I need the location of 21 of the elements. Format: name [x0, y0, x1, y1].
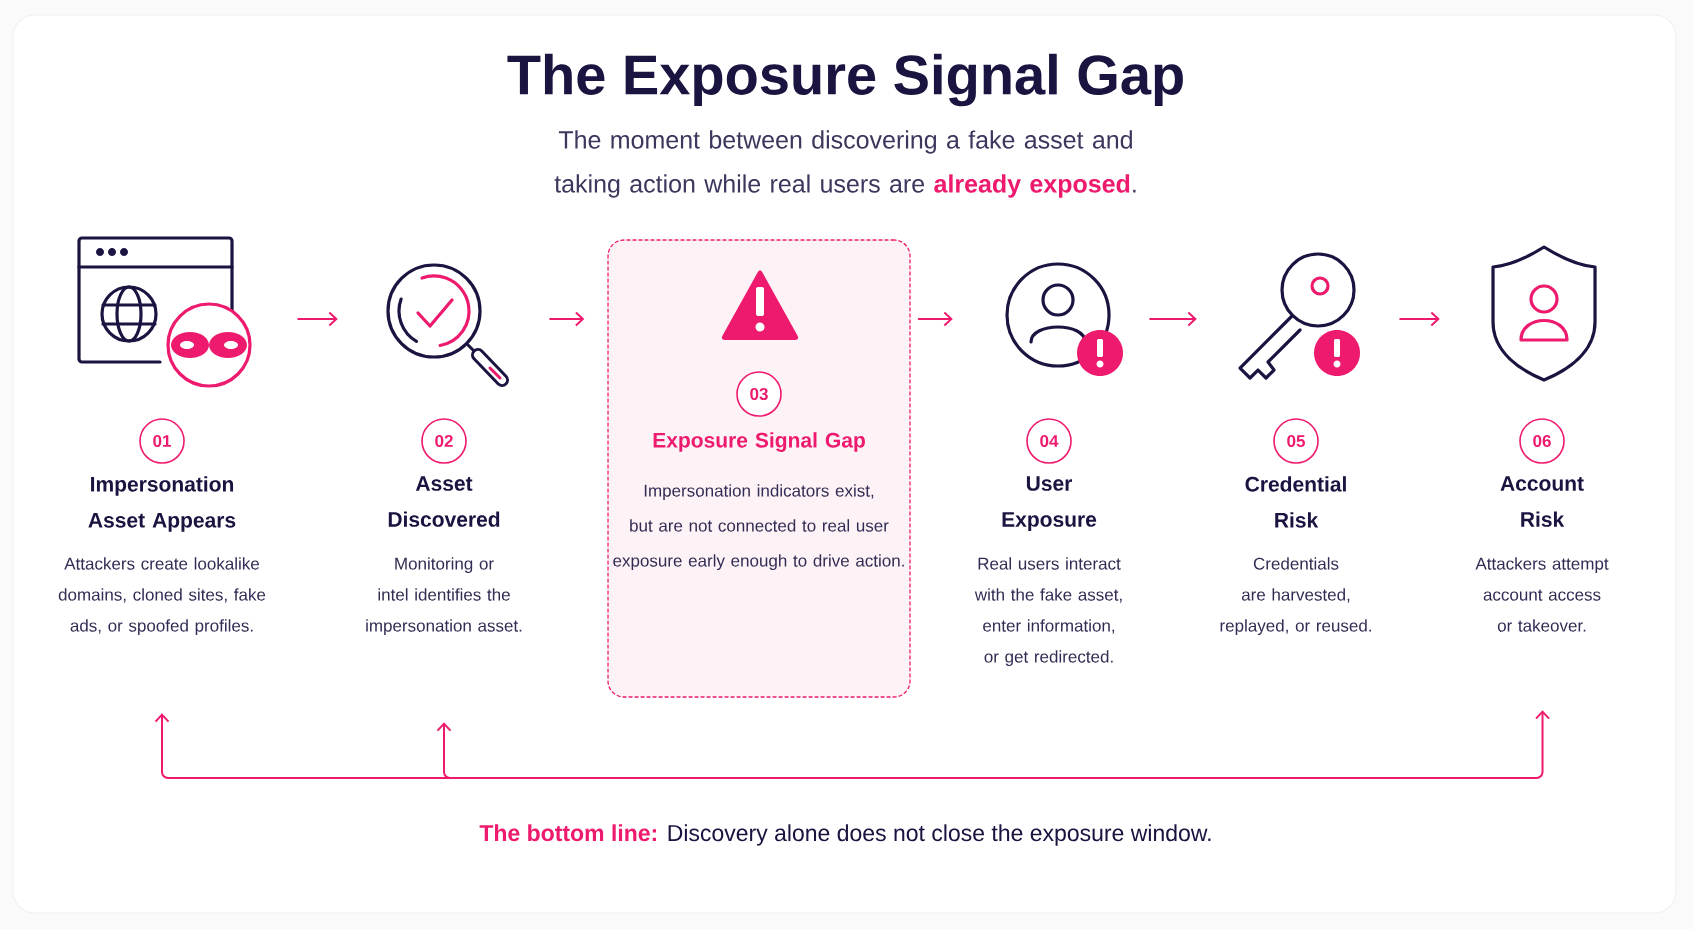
- step-description: Attackers create lookalike domains, cloned sites, fake ads, or spoofed profiles.: [58, 557, 266, 636]
- step-title: Account Risk: [1500, 476, 1584, 527]
- step-title: Exposure Signal Gap: [653, 432, 865, 452]
- step-title: User Exposure: [1002, 476, 1097, 531]
- step-number: 01: [139, 418, 185, 464]
- step-number: 05: [1273, 418, 1319, 464]
- step-title: Credential Risk: [1245, 476, 1346, 528]
- step-number: 02: [421, 418, 467, 464]
- step-title: Impersonation Asset Appears: [88, 476, 236, 532]
- step-number: 06: [1519, 418, 1565, 464]
- subtitle: The moment between discovering a fake asset and taking action while real users are already exposed.: [554, 130, 1136, 198]
- step-title: Asset Discovered: [388, 476, 500, 527]
- step-description: Real users interact with the fake asset, enter information, or get redirected.: [974, 557, 1122, 667]
- step-description: Attackers attempt account access or takeover.: [1475, 557, 1609, 632]
- step-description: Impersonation indicators exist, but are not connected to real user exposure early enough to drive action.: [613, 484, 904, 571]
- step-description: Credentials are harvested, replayed, or reused.: [1220, 557, 1371, 636]
- bottom-line-note: The bottom line: Discovery alone does not close the exposure window.: [479, 824, 1211, 846]
- title: The Exposure Signal Gap: [507, 53, 1183, 107]
- step-number: 03: [736, 371, 782, 417]
- step-description: Monitoring or intel identifies the impersonation asset.: [366, 557, 522, 636]
- step-number: 04: [1026, 418, 1072, 464]
